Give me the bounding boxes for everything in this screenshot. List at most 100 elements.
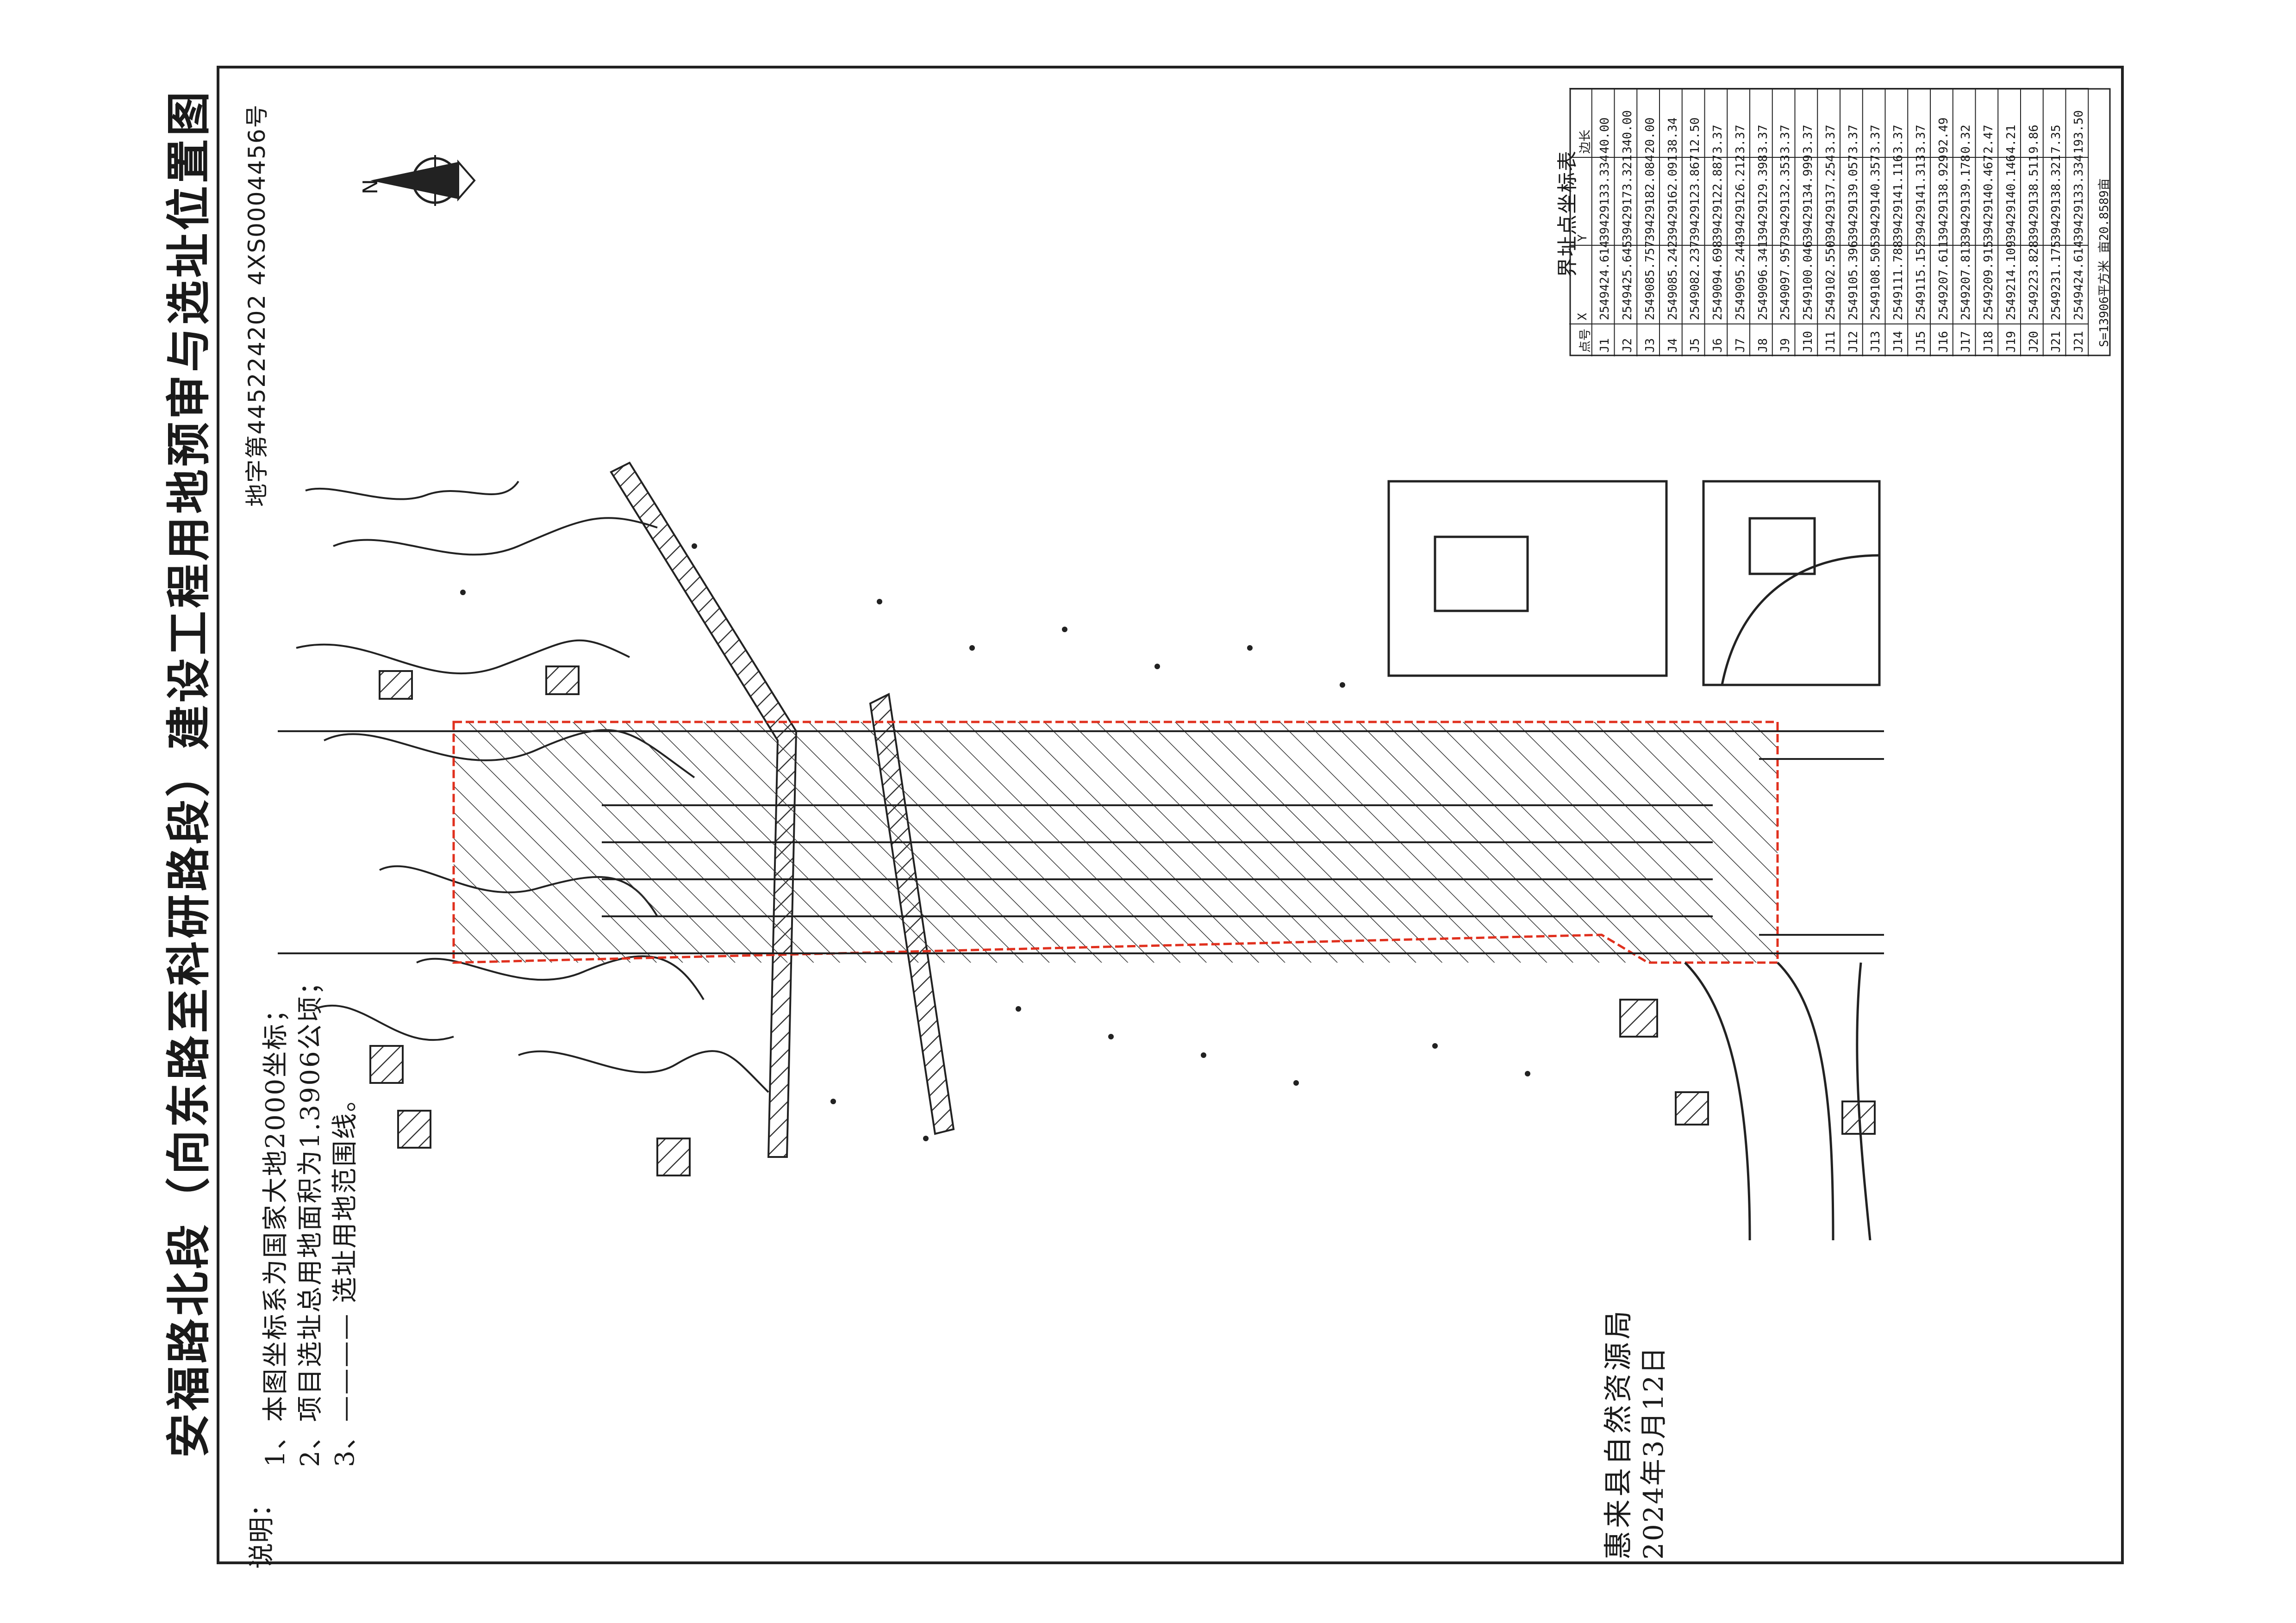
coord-cell: J4 xyxy=(1666,338,1680,353)
coord-cell: 340.00 xyxy=(1621,110,1635,154)
issue-date: 2024年3月12日 xyxy=(1638,1345,1669,1560)
coord-cell: 39429126.212 xyxy=(1733,155,1747,242)
coord-cell: 3.37 xyxy=(1801,124,1816,154)
coord-cell: J6 xyxy=(1711,338,1725,353)
coord-header-cell: 边长 xyxy=(1578,129,1592,154)
map-title: 安福路北段（向东路至科研路段）建设工程用地预审与选址位置图 xyxy=(162,89,215,1458)
coord-cell: 3.37 xyxy=(1756,124,1770,154)
coord-cell: 3.37 xyxy=(1914,124,1928,154)
coord-cell: 9.86 xyxy=(2027,124,2041,154)
coord-header-cell: Y xyxy=(1575,234,1590,242)
coord-cell: J14 xyxy=(1891,331,1906,353)
coord-cell: 39429122.887 xyxy=(1711,155,1725,242)
permit-number: 地字第445224202 4XS0004456号 xyxy=(243,104,270,507)
coord-cell: J15 xyxy=(1914,331,1928,353)
coord-cell: 2549102.550 xyxy=(1823,240,1838,320)
coord-cell: 2549231.175 xyxy=(2049,240,2064,320)
coord-cell: 39429140.467 xyxy=(1982,155,1996,242)
road-lines xyxy=(278,730,1884,954)
coord-cell: J19 xyxy=(2004,331,2018,353)
coord-cell: 39429123.867 xyxy=(1688,155,1703,242)
coord-cell: 2549094.698 xyxy=(1711,240,1725,320)
coord-table-footer: S=13906平方米 亩20.8589亩 xyxy=(2097,178,2111,347)
coord-cell: 2549097.957 xyxy=(1778,240,1793,320)
coord-header-cell: X xyxy=(1575,313,1590,320)
north-label: N xyxy=(359,179,382,194)
coord-cell: 2549085.242 xyxy=(1666,240,1680,320)
coord-cell: J20 xyxy=(2027,331,2041,353)
map-frame xyxy=(217,66,2124,1564)
coord-cell: 39429139.057 xyxy=(1846,155,1860,242)
coord-cell: 2549424.614 xyxy=(1598,240,1612,320)
coord-cell: 2549111.788 xyxy=(1891,240,1906,320)
notes-label: 说明： xyxy=(247,1491,277,1569)
coord-cell: 3.37 xyxy=(1869,124,1883,154)
coord-cell: J21 xyxy=(2049,331,2064,353)
coord-cell: J18 xyxy=(1982,331,1996,353)
coord-cell: 2549085.757 xyxy=(1643,240,1657,320)
coord-cell: 2549096.341 xyxy=(1756,240,1770,320)
coord-cell: 39429140.357 xyxy=(1869,155,1883,242)
coord-cell: 2549209.915 xyxy=(1982,240,1996,320)
coord-cell: 3.37 xyxy=(1891,124,1906,154)
buildings xyxy=(1387,480,1881,686)
coord-cell: 2.47 xyxy=(1982,124,1996,154)
coord-cell: 39429182.084 xyxy=(1643,155,1657,242)
coord-cell: 38.34 xyxy=(1666,117,1680,154)
coord-cell: 92.49 xyxy=(1936,117,1951,154)
coord-cell: 3.37 xyxy=(1778,124,1793,154)
coord-cell: 39429141.116 xyxy=(1891,155,1906,242)
coord-cell: 2549223.828 xyxy=(2027,240,2041,320)
coord-cell: 39429129.398 xyxy=(1756,155,1770,242)
coord-cell: 39429140.146 xyxy=(2004,155,2018,242)
coord-cell: 2549105.396 xyxy=(1846,240,1860,320)
coord-cell: 39429138.929 xyxy=(1936,155,1951,242)
coord-cell: J5 xyxy=(1688,338,1703,353)
coord-cell: 12.50 xyxy=(1688,117,1703,154)
coord-cell: J12 xyxy=(1846,331,1860,353)
coord-cell: 20.00 xyxy=(1643,117,1657,154)
coord-cell: J16 xyxy=(1936,331,1951,353)
coord-cell: 2549082.237 xyxy=(1688,240,1703,320)
coord-cell: 2549214.109 xyxy=(2004,240,2018,320)
coord-cell: J8 xyxy=(1756,338,1770,353)
coord-cell: 2549100.046 xyxy=(1801,240,1816,320)
coord-cell: J10 xyxy=(1801,331,1816,353)
coord-cell: 39429162.091 xyxy=(1666,155,1680,242)
site-map xyxy=(278,461,1884,1240)
coord-cell: 3.37 xyxy=(1846,124,1860,154)
coord-cell: 7.35 xyxy=(2049,124,2064,154)
coord-cell: 39429139.178 xyxy=(1959,155,1973,242)
coord-cell: 193.50 xyxy=(2072,110,2086,154)
coord-cell: 2549115.152 xyxy=(1914,240,1928,320)
issuing-agency: 惠来县自然资源局 xyxy=(1601,1307,1635,1560)
coord-cell: J17 xyxy=(1959,331,1973,353)
coord-cell: 39429134.999 xyxy=(1801,155,1816,242)
coord-cell: J2 xyxy=(1621,338,1635,353)
coord-cell: 39429137.254 xyxy=(1823,155,1838,242)
coord-cell: J7 xyxy=(1733,338,1747,353)
coord-cell: 2549095.244 xyxy=(1733,240,1747,320)
coord-cell: 4.21 xyxy=(2004,124,2018,154)
coord-cell: 39429133.334 xyxy=(1598,155,1612,242)
coord-cell: J9 xyxy=(1778,338,1793,353)
north-arrow-icon xyxy=(370,155,476,206)
coord-cell: J3 xyxy=(1643,338,1657,353)
coord-cell: 39429141.313 xyxy=(1914,155,1928,242)
coord-cell: 39429132.353 xyxy=(1778,155,1793,242)
coord-cell: 39429173.321 xyxy=(1621,155,1635,242)
coord-cell: 2549207.611 xyxy=(1936,240,1951,320)
coord-cell: 3.37 xyxy=(1711,124,1725,154)
coord-cell: 0.32 xyxy=(1959,124,1973,154)
survey-points xyxy=(460,543,1530,1141)
coord-cell: 40.00 xyxy=(1598,117,1612,154)
coord-cell: 39429138.511 xyxy=(2027,155,2041,242)
site-boundary-line xyxy=(452,721,1779,964)
coord-cell: 39429138.321 xyxy=(2049,155,2064,242)
coord-header-cell: 点号 xyxy=(1578,328,1592,353)
coord-cell: J11 xyxy=(1823,331,1838,353)
building-symbols xyxy=(369,665,1876,1176)
coord-cell: 2549424.614 xyxy=(2072,240,2086,320)
coord-cell: J21 xyxy=(2072,331,2086,353)
